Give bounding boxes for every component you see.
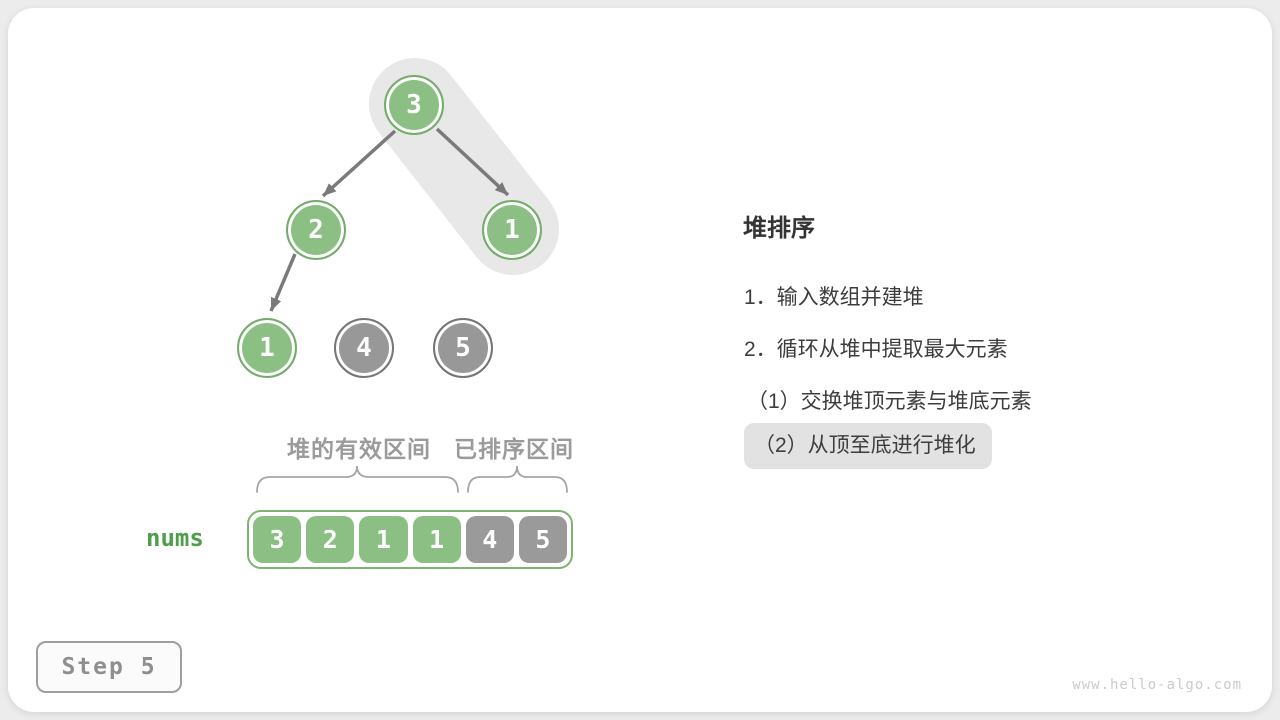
step-badge: Step 5 <box>36 641 182 693</box>
tree-node-sorted-4: 4 <box>334 318 394 378</box>
array-cell-0: 3 <box>253 516 302 563</box>
tree-node-leaf: 1 <box>237 318 297 378</box>
step-item-2: 2．循环从堆中提取最大元素 <box>744 338 1008 361</box>
sorted-range-label: 已排序区间 <box>454 436 574 462</box>
current-substep-highlight: （2）从顶至底进行堆化 <box>744 423 992 469</box>
tree-node-root: 3 <box>384 75 444 135</box>
array-cell-3: 1 <box>412 516 461 563</box>
heap-range-label: 堆的有效区间 <box>287 436 431 462</box>
array-cell-1: 2 <box>306 516 355 563</box>
array-cell-2: 1 <box>359 516 408 563</box>
array-cell-4: 4 <box>465 516 514 563</box>
array-container: 3 2 1 1 4 5 <box>247 510 573 569</box>
tree-node-right: 1 <box>482 200 542 260</box>
watermark: www.hello-algo.com <box>1072 677 1242 693</box>
tree-node-sorted-5: 5 <box>433 318 493 378</box>
array-cell-5: 5 <box>518 516 568 563</box>
tree-node-left: 2 <box>286 200 346 260</box>
panel-title: 堆排序 <box>743 215 815 242</box>
array-name-label: nums <box>146 524 204 552</box>
step-item-2a: （1）交换堆顶元素与堆底元素 <box>747 390 1032 413</box>
step-item-1: 1．输入数组并建堆 <box>744 286 924 309</box>
figure-card <box>8 8 1272 712</box>
